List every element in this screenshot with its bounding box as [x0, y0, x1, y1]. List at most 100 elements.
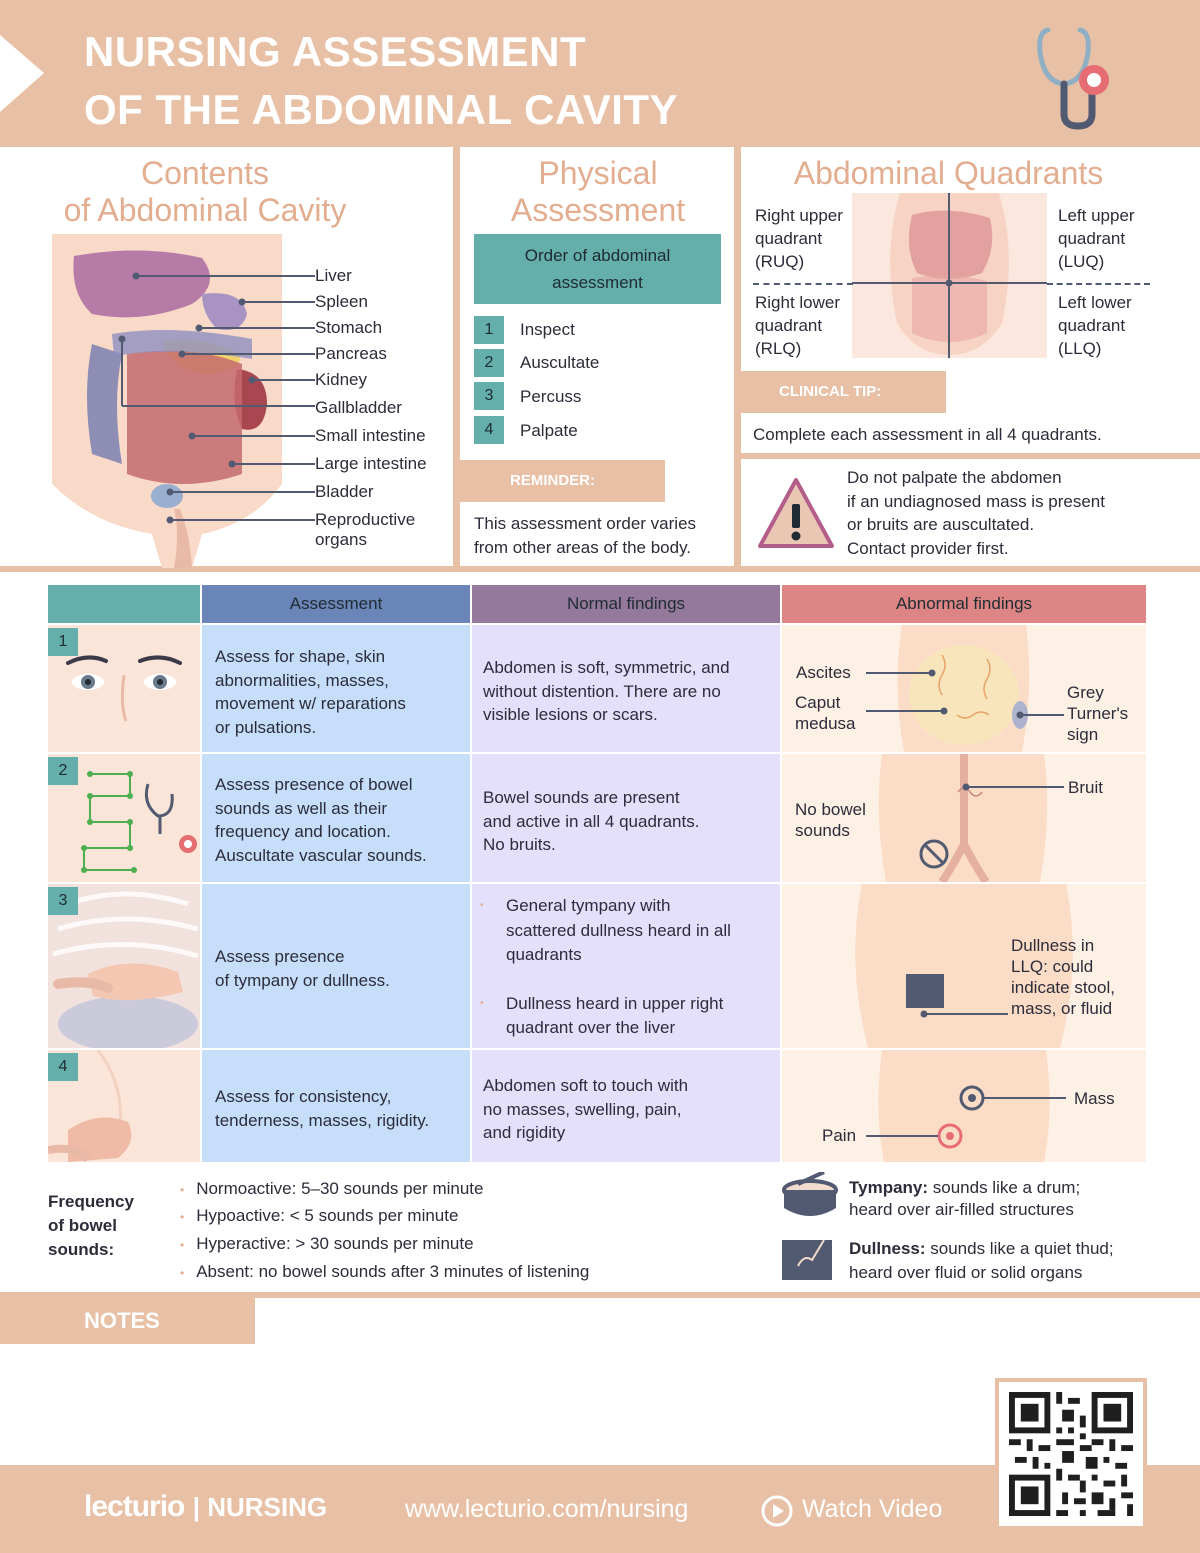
table-row-cell [472, 754, 780, 882]
inspection-eyes-illustration [66, 655, 182, 722]
step-palpate: Palpate [520, 421, 578, 440]
pain-label: Pain [822, 1126, 857, 1145]
organ-label-pancreas: Pancreas [315, 344, 387, 363]
notes-tab: NOTES [0, 1298, 255, 1344]
organ-label-large-intestine: Large intestine [315, 454, 427, 473]
step-auscultate: Auscultate [520, 353, 600, 372]
table-header-normal: Normal findings [472, 585, 780, 623]
quadrant-dash-left [753, 283, 853, 285]
tympany-definition: Tympany: sounds like a drum; heard over … [849, 1178, 1081, 1219]
label-leader [252, 405, 315, 407]
watch-video-link[interactable]: Watch Video [802, 1495, 943, 1523]
quadrants-title: Abdominal Quadrants [793, 155, 1104, 191]
list-item: •Normoactive: 5–30 sounds per minute [180, 1179, 484, 1198]
normal-auscultate-text: Bowel sounds are present and active in a… [483, 788, 700, 854]
label-leader [252, 519, 315, 521]
llq-label: Left lower quadrant (LLQ) [1058, 293, 1132, 358]
frequency-of-bowel-sounds-label: Frequency of bowel sounds: [48, 1192, 134, 1259]
label-leader [252, 301, 315, 303]
step-number: 4 [474, 416, 504, 444]
section-divider [0, 566, 1200, 572]
abnormal-percussion-illustration [855, 884, 1073, 1048]
lecturio-logo[interactable]: lecturio | NURSING [84, 1490, 328, 1523]
label-leader [252, 463, 315, 465]
percussion-illustration [52, 891, 199, 1048]
normal-inspect-text: Abdomen is soft, symmetric, and without … [483, 658, 730, 724]
step-number: 2 [474, 349, 504, 377]
bullet-icon: • [480, 900, 484, 911]
abnormal-palpation-illustration [866, 1050, 1066, 1162]
organ-label-spleen: Spleen [315, 292, 368, 311]
list-item: •Hypoactive: < 5 sounds per minute [180, 1206, 459, 1225]
normal-percuss-text: •General tympany with scattered dullness… [480, 894, 770, 1041]
table-row-cell [202, 1050, 470, 1162]
abnormal-auscultation-illustration [878, 754, 1064, 882]
warning-triangle-icon [758, 478, 834, 548]
ruq-label: Right upper quadrant (RUQ) [755, 206, 843, 271]
step-inspect: Inspect [520, 320, 575, 339]
qr-code-icon [1009, 1392, 1133, 1516]
reminder-tab: REMINDER: [460, 460, 665, 502]
list-item: •General tympany with [480, 894, 770, 919]
table-row-cell [202, 884, 470, 1048]
assessment-auscultate-text: Assess presence of bowel sounds as well … [215, 775, 427, 865]
bullet-icon: • [180, 1210, 185, 1224]
organ-label-gallbladder: Gallbladder [315, 398, 402, 417]
bullet-icon: • [180, 1266, 185, 1280]
clinical-tip-tab: CLINICAL TIP: [741, 371, 946, 413]
no-bowel-sounds-label: No bowel sounds [795, 800, 866, 840]
page-title-line1: NURSING ASSESSMENT [84, 28, 587, 75]
bullet-icon: • [180, 1238, 185, 1252]
page-title-line2: OF THE ABDOMINAL CAVITY [84, 86, 679, 133]
notes-divider [0, 1292, 1200, 1298]
label-leader [252, 435, 315, 437]
normal-palpate-text: Abdomen soft to touch with no masses, sw… [483, 1076, 689, 1142]
order-of-assessment-box: Order of abdominal assessment [474, 234, 721, 304]
play-icon[interactable] [760, 1494, 794, 1528]
palpation-illustration [48, 1050, 132, 1162]
header-arrow-icon [0, 35, 44, 112]
organ-label-liver: Liver [315, 266, 352, 285]
step-number: 3 [474, 382, 504, 410]
dullness-llq-label: Dullness in LLQ: could indicate stool, m… [1011, 936, 1115, 1018]
palpation-warning: Do not palpate the abdomen if an undiagn… [847, 468, 1105, 558]
table-header-assessment: Assessment [202, 585, 470, 623]
organ-label-stomach: Stomach [315, 318, 383, 337]
assessment-inspect-text: Assess for shape, skin abnormalities, ma… [215, 647, 406, 737]
bruit-label: Bruit [1068, 778, 1103, 797]
list-item: •Dullness heard in upper right [480, 992, 770, 1017]
drum-icon [782, 1172, 838, 1216]
column-divider [734, 147, 741, 572]
stethoscope-icon [1037, 27, 1109, 130]
organ-label-organs: organs [315, 530, 367, 549]
table-row-cell [472, 884, 780, 1048]
row-number: 1 [48, 628, 78, 656]
luq-label: Left upper quadrant (LUQ) [1058, 206, 1135, 271]
qr-code[interactable] [995, 1378, 1147, 1530]
organ-label-small-intestine: Small intestine [315, 426, 426, 445]
organ-label-reproductive: Reproductive [315, 510, 416, 529]
table-row-cell [202, 625, 470, 752]
organ-label-kidney: Kidney [315, 370, 367, 389]
lecturio-url-link[interactable]: www.lecturio.com/nursing [405, 1495, 689, 1523]
header-banner [0, 0, 1200, 147]
list-item: •Hyperactive: > 30 sounds per minute [180, 1234, 474, 1253]
row-divider [741, 453, 1200, 459]
label-leader [252, 491, 315, 493]
abdominal-organs-illustration [52, 234, 282, 568]
assessment-palpate-text: Assess for consistency, tenderness, mass… [215, 1087, 430, 1130]
rlq-label: Right lower quadrant (RLQ) [755, 293, 841, 358]
dullness-definition: Dullness: sounds like a quiet thud; hear… [849, 1239, 1114, 1282]
label-leader [252, 353, 315, 355]
clinical-tip-text: Complete each assessment in all 4 quadra… [753, 425, 1102, 444]
label-leader [252, 275, 315, 277]
table-header-abnormal: Abnormal findings [782, 585, 1146, 623]
mass-label: Mass [1074, 1089, 1115, 1108]
list-item: •Absent: no bowel sounds after 3 minutes… [180, 1262, 590, 1281]
row-number: 4 [48, 1053, 78, 1081]
step-number: 1 [474, 316, 504, 344]
step-percuss: Percuss [520, 387, 582, 406]
label-leader [252, 327, 315, 329]
torso-quadrants-illustration [852, 193, 1047, 358]
row-number: 3 [48, 887, 78, 915]
